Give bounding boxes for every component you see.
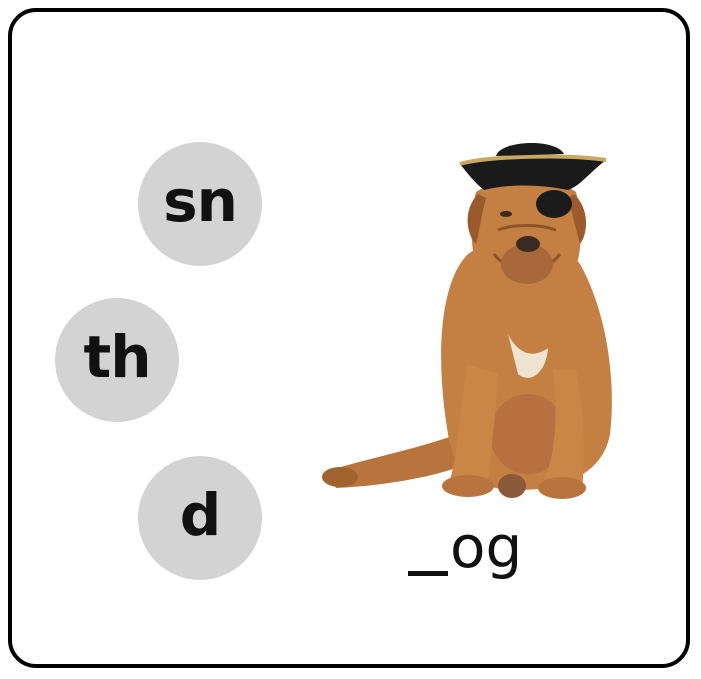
option-th-button[interactable]: th — [55, 298, 179, 422]
option-sn-button[interactable]: sn — [138, 142, 262, 266]
option-th-label: th — [83, 323, 151, 391]
option-sn-label: sn — [163, 167, 238, 235]
option-d-label: d — [179, 481, 222, 549]
pirate-dog-image — [322, 142, 612, 499]
word-og: og — [408, 518, 538, 576]
letter-blank — [408, 523, 448, 576]
word-ending: og — [450, 513, 523, 581]
option-d-button[interactable]: d — [138, 456, 262, 580]
